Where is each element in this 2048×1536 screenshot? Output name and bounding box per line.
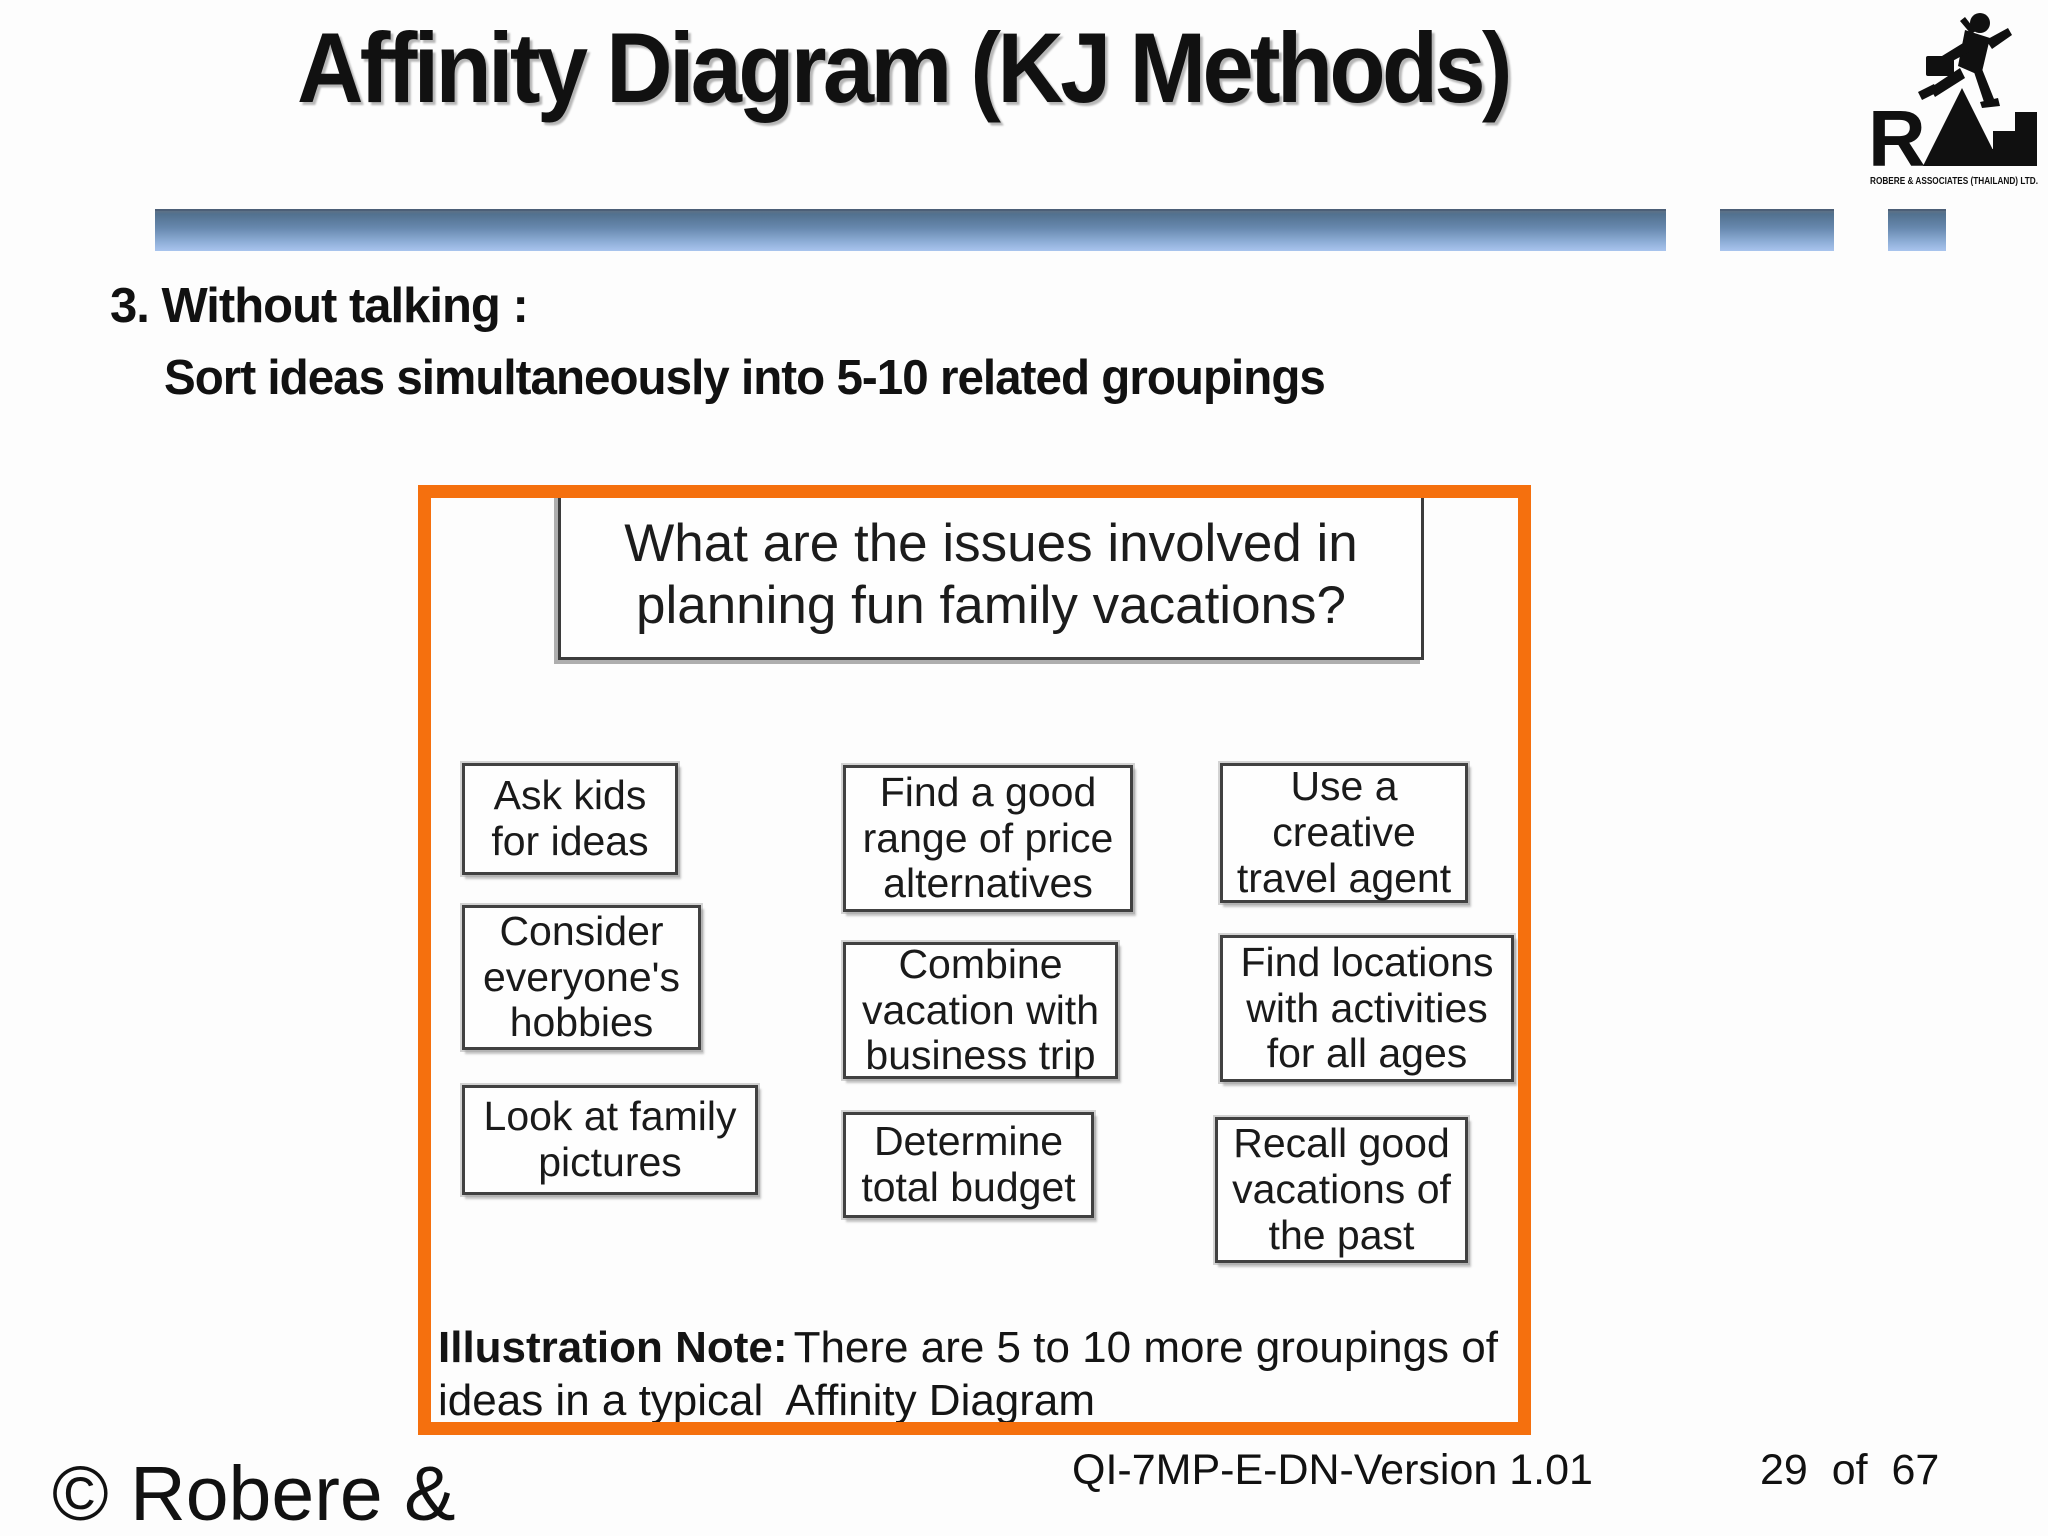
illustration-note-text: There are 5 to 10 more groupings of idea… xyxy=(438,1323,1511,1425)
idea-card-ask-kids: Ask kids for ideas xyxy=(462,763,678,875)
logo-letter-r: R xyxy=(1868,94,1926,183)
page-title: Affinity Diagram (KJ Methods) xyxy=(297,12,1513,123)
logo-letter-a xyxy=(1923,88,2001,166)
footer-copyright: © Robere & xyxy=(52,1451,456,1536)
footer-version: QI-7MP-E-DN-Version 1.01 xyxy=(1072,1446,1593,1494)
idea-card-travel-agent: Use a creative travel agent xyxy=(1220,763,1468,903)
affinity-frame xyxy=(418,485,1531,1435)
step-heading-line2: Sort ideas simultaneously into 5-10 rela… xyxy=(164,351,1326,405)
idea-card-hobbies: Consider everyone's hobbies xyxy=(462,905,701,1050)
footer-page-number: 29 of 67 xyxy=(1760,1446,1940,1494)
accent-bar xyxy=(155,209,1666,251)
accent-bar-segment-3 xyxy=(1888,209,1946,251)
company-logo: R ROBERE & ASSOCIATES (THAILAND) LTD. xyxy=(1868,6,2040,190)
idea-card-business-trip: Combine vacation with business trip xyxy=(843,941,1118,1079)
idea-card-family-pictures: Look at family pictures xyxy=(462,1085,758,1195)
idea-card-past-vacations: Recall good vacations of the past xyxy=(1215,1117,1468,1263)
step-heading-line1: 3. Without talking : xyxy=(110,279,529,333)
illustration-note-label: Illustration Note: xyxy=(438,1323,788,1372)
idea-card-locations: Find locations with activities for all a… xyxy=(1220,935,1514,1082)
illustration-note: Illustration Note:There are 5 to 10 more… xyxy=(438,1322,1543,1428)
accent-bar-segment-2 xyxy=(1720,209,1834,251)
idea-card-price-range: Find a good range of price alternatives xyxy=(843,765,1133,912)
logo-runner-icon xyxy=(1918,13,2012,108)
idea-card-total-budget: Determine total budget xyxy=(843,1112,1094,1218)
question-box: What are the issues involved in planning… xyxy=(558,489,1424,660)
logo-caption: ROBERE & ASSOCIATES (THAILAND) LTD. xyxy=(1870,176,2038,187)
